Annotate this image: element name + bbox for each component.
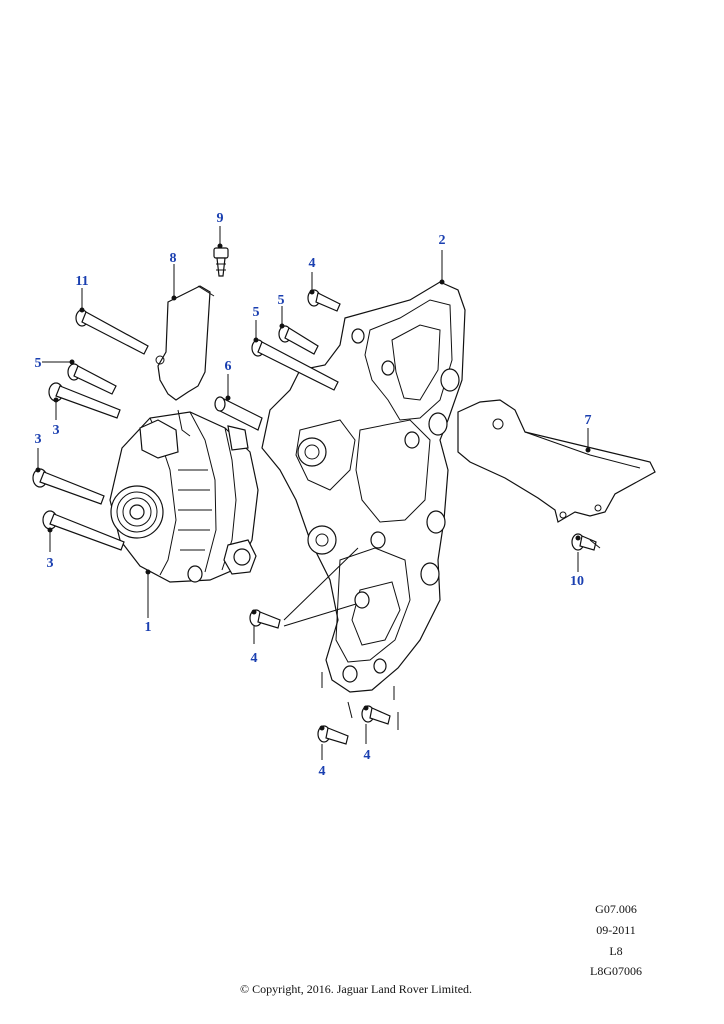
callout-4-top: 4 [309, 256, 316, 271]
flange-bolt-10 [571, 533, 597, 551]
callout-3-middle: 3 [35, 432, 42, 447]
callout-5-center: 5 [253, 305, 260, 320]
callout-11: 11 [75, 274, 88, 289]
mounting-bracket [261, 281, 466, 693]
callout-labels: 1 2 3 3 3 4 4 4 4 5 5 5 6 7 8 9 10 11 [35, 211, 592, 779]
callout-5-center-right: 5 [278, 293, 285, 308]
leader-lines [37, 226, 601, 760]
callout-9: 9 [217, 211, 224, 226]
leader-dots [35, 243, 591, 731]
model-code: L8 [609, 944, 623, 958]
long-bolt-5a [67, 363, 117, 395]
long-bolt-5c [278, 325, 319, 355]
copyright-notice: © Copyright, 2016. Jaguar Land Rover Lim… [239, 982, 473, 996]
callout-6: 6 [225, 359, 232, 374]
long-bolt-3c [42, 510, 125, 551]
spacer-sleeve [214, 396, 263, 431]
callout-3-lower: 3 [47, 556, 54, 571]
flange-bolt-4c [317, 725, 349, 745]
long-bolt-5b [251, 339, 339, 391]
long-bolt-3a [48, 382, 121, 419]
callout-4-bottom-right: 4 [364, 748, 371, 763]
callout-4-bottom: 4 [319, 764, 326, 779]
heat-shield [457, 399, 656, 523]
diagram-code: G07.006 [595, 902, 637, 916]
stud-fastener [213, 247, 229, 277]
cable-bracket [155, 285, 215, 437]
callout-1: 1 [145, 620, 152, 635]
diagram-date: 09-2011 [596, 923, 636, 937]
diagram-reference: L8G07006 [590, 964, 642, 978]
callout-3-upper: 3 [53, 423, 60, 438]
callout-7: 7 [585, 413, 592, 428]
callout-10: 10 [570, 574, 584, 589]
callout-4-left: 4 [251, 651, 258, 666]
callout-5-left: 5 [35, 356, 42, 371]
alternator [109, 411, 259, 583]
long-bolt-3b [32, 468, 105, 505]
callout-8: 8 [170, 251, 177, 266]
long-bolt-11 [75, 309, 149, 355]
callout-2: 2 [439, 233, 446, 248]
